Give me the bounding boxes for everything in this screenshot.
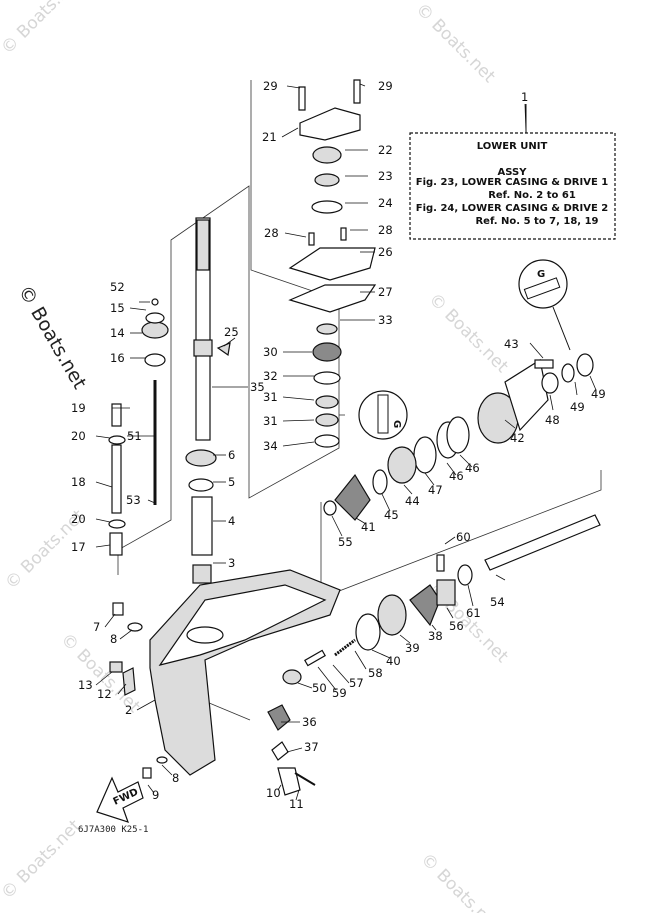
svg-text:G: G (391, 420, 402, 428)
part-label-20b: 20 (71, 512, 86, 526)
part-label-47: 47 (428, 483, 443, 497)
part-label-27: 27 (378, 285, 393, 299)
part-label-3: 3 (228, 556, 235, 570)
part-label-46: 46 (465, 461, 480, 475)
part-label-30: 30 (263, 345, 278, 359)
part-label-55: 55 (338, 535, 353, 549)
part-label-54: 54 (490, 595, 505, 609)
part-label-49: 49 (570, 400, 585, 414)
info-fig2: Fig. 24, LOWER CASING & DRIVE 2 (416, 203, 608, 214)
part-label-35: 35 (250, 380, 265, 394)
part-label-20: 20 (71, 429, 86, 443)
part-label-42: 42 (510, 431, 525, 445)
part-label-32: 32 (263, 369, 278, 383)
part-label-56: 56 (449, 619, 464, 633)
part-label-21: 21 (262, 130, 277, 144)
grease-icon: G (518, 259, 571, 351)
part-label-29b: 29 (378, 79, 393, 93)
part-label-31b: 31 (263, 414, 278, 428)
part-label-60: 60 (456, 530, 471, 544)
part-label-19: 19 (71, 401, 86, 415)
part-label-8: 8 (110, 632, 117, 646)
part-label-59: 59 (332, 686, 347, 700)
part-label-40: 40 (386, 654, 401, 668)
part-label-48: 48 (545, 413, 560, 427)
part-label-57: 57 (349, 676, 364, 690)
part-label-29: 29 (263, 79, 278, 93)
part-label-9: 9 (152, 788, 159, 802)
part-label-15: 15 (110, 301, 125, 315)
part-label-44: 44 (405, 494, 420, 508)
part-label-52: 52 (110, 280, 125, 294)
part-label-41: 41 (361, 520, 376, 534)
part-callouts: 1 2 3 4 5 6 7 8 8 9 10 11 12 13 14 15 16… (71, 79, 606, 811)
part-label-49b: 49 (591, 387, 606, 401)
part-label-2: 2 (125, 703, 132, 717)
part-label-39: 39 (405, 641, 420, 655)
part-label-28: 28 (264, 226, 279, 240)
part-label-45: 45 (384, 508, 399, 522)
part-label-43: 43 (504, 337, 519, 351)
info-title: LOWER UNIT (477, 141, 548, 152)
part-label-11: 12 (97, 687, 112, 701)
part-label-16: 16 (110, 351, 125, 365)
part-label-14: 14 (110, 326, 125, 340)
part-label-53: 53 (126, 493, 141, 507)
part-label-38: 38 (428, 629, 443, 643)
part-label-8b: 8 (172, 771, 179, 785)
part-label-1: 1 (521, 90, 528, 104)
part-label-36: 36 (302, 715, 317, 729)
info-fig1: Fig. 23, LOWER CASING & DRIVE 1 (416, 177, 608, 188)
part-label-22: 22 (378, 143, 393, 157)
part-label-6: 6 (228, 448, 235, 462)
guide-lines (117, 80, 602, 721)
part-label-34: 34 (263, 439, 278, 453)
part-label-12: 11 (289, 797, 304, 811)
leader-lines (95, 83, 597, 801)
info-subtitle: ASSY (498, 167, 528, 178)
part-label-4: 4 (228, 514, 235, 528)
watermark: © Boats.net (416, 849, 504, 913)
svg-text:G: G (537, 269, 545, 280)
watermark: © Boats.net (411, 0, 499, 87)
watermark: © Boats.net (0, 0, 85, 59)
fwd-arrow: FWD (96, 776, 144, 823)
grease-icon: G (358, 390, 408, 440)
part-label-5: 5 (228, 475, 235, 489)
part-label-33: 33 (378, 313, 393, 327)
info-ref2: Ref. No. 5 to 7, 18, 19 (475, 216, 598, 227)
parts-drawings: FWD G G (96, 79, 601, 823)
part-label-23: 23 (378, 169, 393, 183)
part-label-28b: 28 (378, 223, 393, 237)
watermark: © Boats.net (0, 816, 85, 904)
part-label-58: 58 (368, 666, 383, 680)
watermark-main: © Boats.net (14, 282, 91, 393)
part-label-37: 37 (304, 740, 319, 754)
part-label-61: 61 (466, 606, 481, 620)
part-label-10: 10 (266, 786, 281, 800)
part-label-25: 25 (224, 325, 239, 339)
part-label-7: 7 (93, 620, 100, 634)
part-label-51: 51 (127, 429, 142, 443)
part-label-50: 50 (312, 681, 327, 695)
part-label-24: 24 (378, 196, 393, 210)
part-label-26: 26 (378, 245, 393, 259)
info-ref1: Ref. No. 2 to 61 (488, 190, 576, 201)
part-label-46b: 46 (449, 469, 464, 483)
part-label-13: 13 (78, 678, 93, 692)
part-label-17: 17 (71, 540, 86, 554)
info-box: LOWER UNIT ASSY Fig. 23, LOWER CASING & … (409, 104, 616, 240)
part-label-31: 31 (263, 390, 278, 404)
diagram-code: 6J7A300 K25-1 (78, 825, 148, 835)
watermark: © Boats.net (424, 289, 512, 377)
part-label-18: 18 (71, 475, 86, 489)
